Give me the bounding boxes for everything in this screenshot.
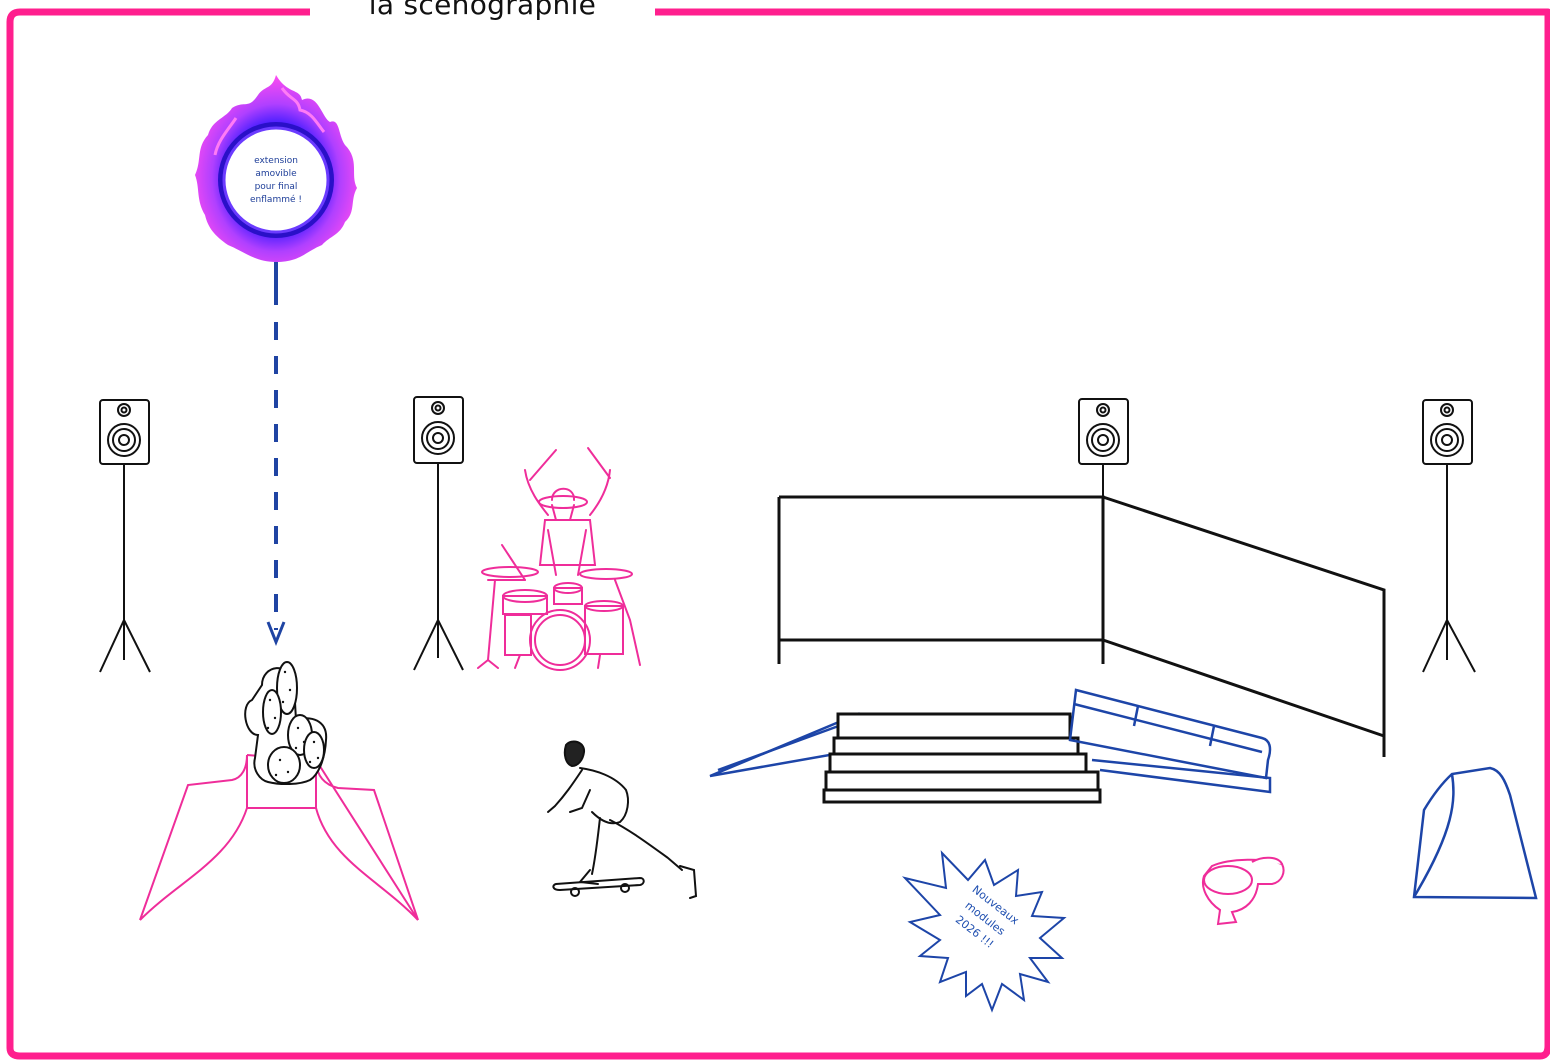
starburst-badge: [901, 850, 1067, 1013]
blue-bump: [1412, 766, 1538, 900]
arrow-down-icon: [266, 262, 286, 647]
fire-ring-icon: [195, 75, 357, 262]
screen-panels: [777, 495, 1386, 757]
speaker-icon: [99, 399, 151, 673]
ring-line: extension: [254, 156, 298, 166]
cactus-icon: [244, 661, 328, 786]
toilet-icon: [1202, 856, 1285, 926]
blue-ramp-right: [1068, 688, 1272, 794]
frame-border: [6, 8, 1550, 1060]
fire-ring-caption: extension amovible pour final enflammé !: [226, 155, 326, 207]
page-title: la scénographie: [310, 0, 655, 28]
speaker-icon: [413, 396, 464, 671]
speaker-icon: [1422, 399, 1476, 673]
ring-line: amovible: [255, 169, 297, 179]
ring-line: pour final: [254, 182, 298, 192]
speaker-icon: [1078, 398, 1129, 497]
skater-icon: [547, 740, 698, 899]
cactus-spines: [266, 670, 320, 777]
drummer-icon: [477, 447, 641, 671]
ring-line: enflammé !: [250, 195, 302, 205]
stairs-module: [822, 712, 1102, 804]
